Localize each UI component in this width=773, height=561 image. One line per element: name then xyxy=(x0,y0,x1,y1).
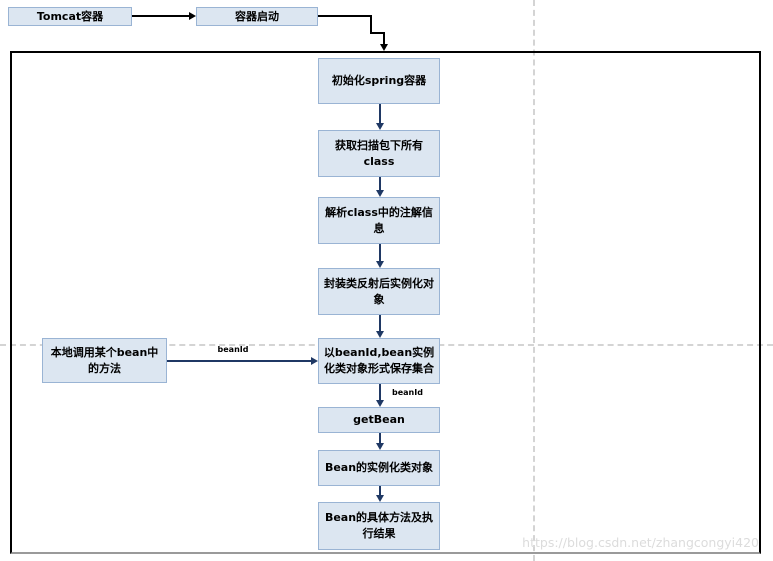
step-init-spring-box: 初始化spring容器 xyxy=(318,58,440,104)
flow-arrow-5 xyxy=(376,384,384,407)
boundary-frame xyxy=(10,51,761,554)
flow-arrow-2 xyxy=(376,177,384,197)
step-reflect-instantiate-label: 封装类反射后实例化对象 xyxy=(324,276,434,306)
step-store-beans-label: 以beanId,bean实例化类对象形式保存集合 xyxy=(323,346,435,375)
step-scan-classes-box: 获取扫描包下所有class xyxy=(318,130,440,177)
step-parse-annotations-label: 解析class中的注解信息 xyxy=(325,205,433,235)
tomcat-container-box: Tomcat容器 xyxy=(8,7,132,26)
flow-arrow-3 xyxy=(376,244,384,268)
step-bean-instance-box: Bean的实例化类对象 xyxy=(318,450,440,486)
side-beanid-arrow xyxy=(167,357,318,365)
getbean-beanid-label: beanId xyxy=(392,388,423,397)
connector-horizontal-segment-1 xyxy=(318,15,372,17)
step-bean-result-box: Bean的具体方法及执行结果 xyxy=(318,502,440,550)
side-call-label: 本地调用某个bean中的方法 xyxy=(50,345,159,375)
side-beanid-label: beanId xyxy=(217,345,249,354)
tomcat-container-label: Tomcat容器 xyxy=(36,9,104,23)
connector-horizontal-segment-2 xyxy=(370,32,385,34)
step-getbean-label: getBean xyxy=(353,413,405,427)
step-reflect-instantiate-box: 封装类反射后实例化对象 xyxy=(318,268,440,315)
container-start-label: 容器启动 xyxy=(235,9,279,23)
page-guide-vertical-dashed xyxy=(533,0,535,561)
step-bean-instance-label: Bean的实例化类对象 xyxy=(324,461,434,475)
arrow-tomcat-to-start xyxy=(132,12,196,20)
connector-arrow-into-frame xyxy=(380,32,388,51)
step-parse-annotations-box: 解析class中的注解信息 xyxy=(318,197,440,244)
side-call-box: 本地调用某个bean中的方法 xyxy=(42,338,167,383)
watermark-text: https://blog.csdn.net/zhangcongyi420 xyxy=(522,535,759,550)
step-scan-classes-label: 获取扫描包下所有class xyxy=(335,138,423,168)
flow-arrow-1 xyxy=(376,104,384,130)
step-getbean-box: getBean xyxy=(318,407,440,433)
step-init-spring-label: 初始化spring容器 xyxy=(331,74,427,88)
connector-vertical-segment-1 xyxy=(370,15,372,34)
flow-arrow-6 xyxy=(376,433,384,450)
step-store-beans-box: 以beanId,bean实例化类对象形式保存集合 xyxy=(318,338,440,384)
flow-arrow-7 xyxy=(376,486,384,502)
container-start-box: 容器启动 xyxy=(196,7,318,26)
step-bean-result-label: Bean的具体方法及执行结果 xyxy=(324,511,434,540)
flow-arrow-4 xyxy=(376,315,384,338)
